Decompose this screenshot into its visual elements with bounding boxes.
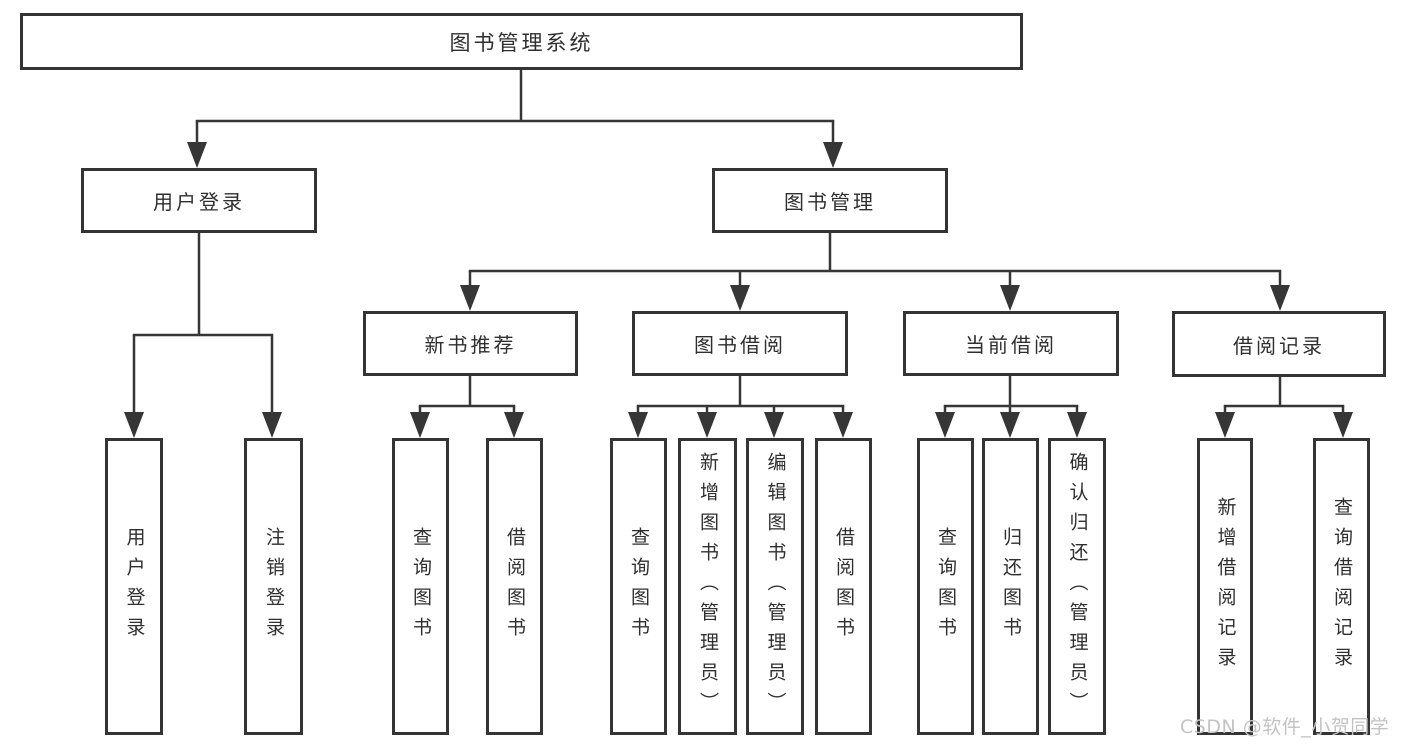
node-current-borrow: 当前借阅	[903, 311, 1119, 376]
node-rec-borrow-books: 借阅图书	[486, 438, 543, 735]
node-bb-add-books-admin: 新增图书（管理员）	[678, 438, 737, 735]
arrowhead-icon	[262, 412, 282, 438]
arrowhead-icon	[935, 412, 955, 438]
arrowhead-icon	[460, 285, 480, 311]
arrowhead-icon	[628, 412, 648, 438]
arrowhead-icon	[1333, 412, 1353, 438]
connector-new-book-recommend-to-children	[410, 376, 524, 438]
node-user-login: 用户登录	[81, 168, 317, 233]
node-book-borrow-label: 图书借阅	[694, 333, 786, 357]
arrowhead-icon	[1067, 412, 1087, 438]
csdn-watermark: CSDN @软件_小贺同学	[1180, 716, 1390, 738]
node-cb-return-books: 归还图书	[982, 438, 1039, 735]
arrowhead-icon	[1000, 412, 1020, 438]
node-user-login-label: 用户登录	[153, 190, 245, 214]
arrowhead-icon	[1000, 285, 1020, 311]
arrowhead-icon	[410, 412, 430, 438]
arrowhead-icon	[124, 412, 144, 438]
node-bb-edit-books-admin: 编辑图书（管理员）	[746, 438, 804, 735]
node-cb-query-books-label: 查询图书	[935, 526, 957, 647]
node-borrow-records: 借阅记录	[1172, 311, 1386, 377]
node-br-query-record: 查询借阅记录	[1313, 438, 1370, 735]
node-logout-leaf-label: 注销登录	[263, 526, 285, 647]
node-cb-query-books: 查询图书	[917, 438, 974, 735]
node-br-add-record: 新增借阅记录	[1197, 438, 1253, 735]
arrowhead-icon	[764, 412, 784, 438]
node-cb-return-books-label: 归还图书	[1000, 526, 1022, 647]
node-cb-confirm-return-admin: 确认归还（管理员）	[1048, 438, 1106, 735]
node-book-management: 图书管理	[712, 168, 948, 233]
arrowhead-icon	[187, 142, 207, 168]
connector-book-management-to-children	[460, 233, 1290, 311]
node-bb-query-books: 查询图书	[610, 438, 667, 735]
arrowhead-icon	[697, 412, 717, 438]
arrowhead-icon	[504, 412, 524, 438]
node-rec-query-books: 查询图书	[392, 438, 449, 735]
node-rec-query-books-label: 查询图书	[410, 526, 432, 647]
node-user-login-leaf: 用户登录	[105, 438, 163, 735]
arrowhead-icon	[833, 412, 853, 438]
node-book-management-label: 图书管理	[784, 190, 876, 214]
node-bb-borrow-books-label: 借阅图书	[833, 526, 855, 647]
node-rec-borrow-books-label: 借阅图书	[504, 526, 526, 647]
connector-borrow-records-to-children	[1215, 377, 1353, 438]
node-current-borrow-label: 当前借阅	[965, 333, 1057, 357]
node-br-query-record-label: 查询借阅记录	[1331, 496, 1353, 677]
node-bb-borrow-books: 借阅图书	[815, 438, 872, 735]
node-book-borrow: 图书借阅	[632, 311, 848, 376]
node-borrow-records-label: 借阅记录	[1233, 333, 1325, 358]
node-new-book-recommend-label: 新书推荐	[424, 333, 517, 357]
arrowhead-icon	[1270, 285, 1290, 311]
arrowhead-icon	[730, 285, 750, 311]
node-bb-edit-books-admin-label: 编辑图书（管理员）	[764, 451, 787, 722]
node-bb-query-books-label: 查询图书	[628, 526, 650, 647]
connector-root-to-children	[187, 69, 843, 168]
node-logout-leaf: 注销登录	[244, 438, 303, 735]
connector-book-borrow-to-children	[628, 376, 853, 438]
node-user-login-leaf-label: 用户登录	[123, 526, 146, 647]
node-root-label: 图书管理系统	[449, 30, 594, 55]
node-root: 图书管理系统	[20, 13, 1023, 70]
node-cb-confirm-return-admin-label: 确认归还（管理员）	[1066, 451, 1089, 722]
connector-current-borrow-to-children	[935, 376, 1087, 438]
connector-user-login-to-children	[124, 232, 282, 438]
node-new-book-recommend: 新书推荐	[363, 311, 578, 376]
node-bb-add-books-admin-label: 新增图书（管理员）	[697, 451, 719, 722]
arrowhead-icon	[823, 142, 843, 168]
arrowhead-icon	[1215, 412, 1235, 438]
node-br-add-record-label: 新增借阅记录	[1214, 496, 1237, 677]
